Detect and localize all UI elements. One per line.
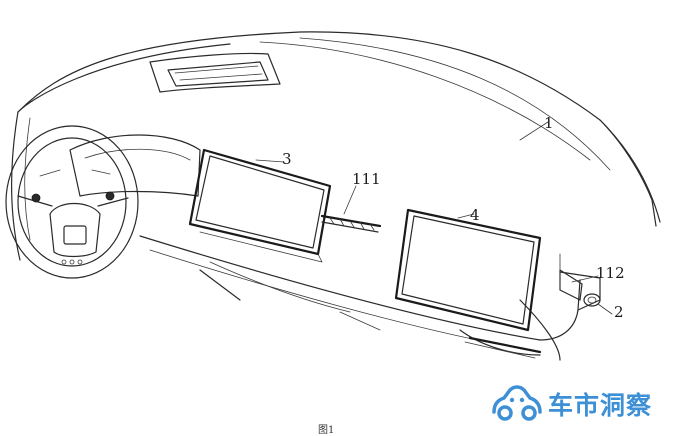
- label-passenger-screen: 4: [470, 206, 480, 224]
- steering-wheel: [5, 125, 139, 279]
- label-dashboard: 1: [544, 114, 554, 132]
- leader-lines: [255, 121, 613, 315]
- center-screen: [188, 148, 332, 263]
- knob: [583, 293, 601, 307]
- watermark: 车市洞察: [488, 384, 652, 424]
- hud-vent: [149, 52, 281, 93]
- label-knob: 2: [614, 303, 624, 321]
- label-bracket: 111: [352, 170, 381, 188]
- watermark-text: 车市洞察: [548, 391, 653, 420]
- trim-strip: [320, 214, 382, 233]
- car-icon: [492, 385, 542, 421]
- label-side-unit: 112: [596, 264, 625, 282]
- instrument-hood: [69, 134, 201, 197]
- passenger-screen: [394, 208, 542, 332]
- figure-caption: 图1: [318, 425, 335, 436]
- side-unit: [559, 253, 583, 301]
- label-center-screen: 3: [282, 150, 292, 168]
